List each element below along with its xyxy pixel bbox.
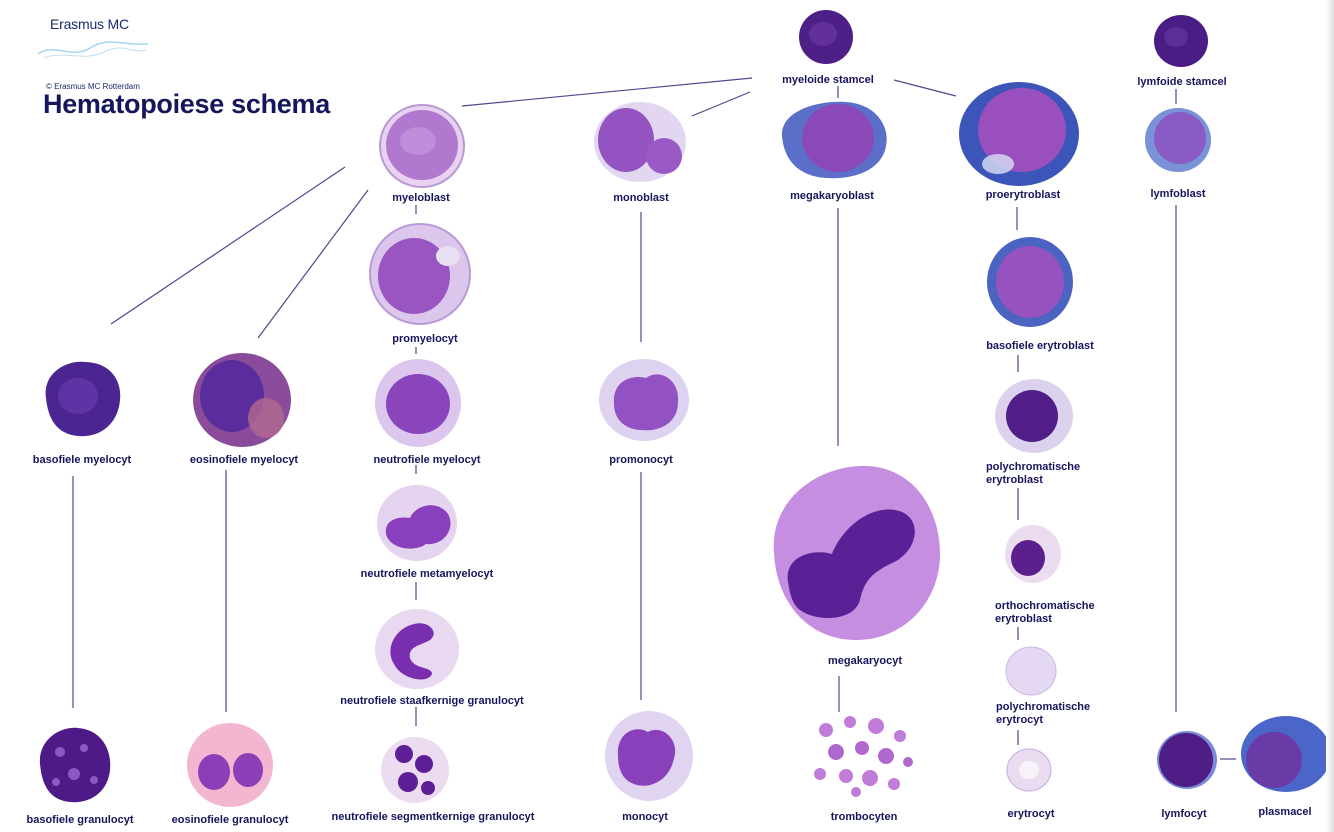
label-basofiele-myelocyt: basofiele myelocyt [32, 454, 132, 466]
label-promyelocyt: promyelocyt [392, 333, 458, 345]
myeloide-stamcel-image [797, 8, 855, 66]
neutrofiele-segmentkernige-image [380, 736, 450, 804]
basofiele-erytroblast-image [986, 236, 1074, 328]
lymfoide-stamcel-image [1152, 13, 1210, 69]
polychromatische-erytrocyt-image [1005, 646, 1057, 696]
monoblast-image [592, 100, 688, 184]
basofiele-granulocyt-image [34, 722, 114, 806]
label-neutrofiele-metamyelocyt: neutrofiele metamyelocyt [360, 568, 494, 580]
label-neutrofiele-myelocyt: neutrofiele myelocyt [373, 454, 481, 466]
label-myeloide-stamcel: myeloide stamcel [782, 74, 874, 86]
label-promonocyt: promonocyt [609, 454, 673, 466]
label-plasmacel: plasmacel [1258, 806, 1312, 818]
label-basofiele-granulocyt: basofiele granulocyt [26, 814, 134, 826]
orthochromatische-erytroblast-image [1004, 524, 1062, 584]
proerytroblast-image [958, 80, 1080, 188]
label-megakaryoblast: megakaryoblast [790, 190, 874, 202]
page-title: Hematopoiese schema [43, 89, 330, 119]
megakaryoblast-image [776, 96, 892, 182]
trombocyten-image [806, 712, 918, 800]
polychromatische-erytroblast-image [994, 378, 1074, 454]
label-eosinofiele-granulocyt: eosinofiele granulocyt [171, 814, 289, 826]
promonocyt-image [598, 358, 690, 442]
label-basofiele-erytroblast: basofiele erytroblast [986, 340, 1094, 352]
label-lymfocyt: lymfocyt [1161, 808, 1207, 820]
page-edge-shadow [1326, 0, 1334, 832]
label-polychromatische-erytrocyt-line1: polychromatische [996, 701, 1091, 713]
neutrofiele-myelocyt-image [374, 358, 462, 448]
basofiele-myelocyt-image [38, 356, 124, 440]
label-lymfoblast: lymfoblast [1150, 188, 1206, 200]
label-erytrocyt: erytrocyt [1007, 808, 1055, 820]
logo-name: Erasmus MC [50, 16, 129, 32]
plasmacel-image [1240, 714, 1332, 794]
label-lymfoide-stamcel: lymfoide stamcel [1137, 76, 1227, 88]
label-trombocyten: trombocyten [830, 811, 898, 823]
label-polychromatische-erytroblast-line2: erytroblast [986, 474, 1043, 486]
erytrocyt-image [1006, 748, 1052, 792]
label-eosinofiele-myelocyt: eosinofiele myelocyt [189, 454, 299, 466]
label-megakaryocyt: megakaryocyt [828, 655, 902, 667]
eosinofiele-myelocyt-image [192, 352, 292, 448]
lymfoblast-image [1144, 106, 1212, 174]
neutrofiele-metamyelocyt-image [376, 484, 458, 562]
label-neutrofiele-staafkernige: neutrofiele staafkernige granulocyt [340, 695, 524, 707]
label-myeloblast: myeloblast [392, 192, 450, 204]
neutrofiele-staafkernige-image [374, 608, 460, 690]
lymfocyt-image [1156, 730, 1218, 790]
label-orthochromatische-erytroblast-line1: orthochromatische [995, 600, 1095, 612]
copyright-text: © Erasmus MC Rotterdam [46, 82, 140, 91]
label-neutrofiele-segmentkernige: neutrofiele segmentkernige granulocyt [331, 811, 535, 823]
myeloblast-image [378, 103, 466, 189]
megakaryocyt-image [764, 462, 944, 644]
logo-swash-icon [37, 41, 149, 59]
label-polychromatische-erytroblast-line1: polychromatische [986, 461, 1081, 473]
label-orthochromatische-erytroblast-line2: erytroblast [995, 613, 1052, 625]
eosinofiele-granulocyt-image [186, 722, 274, 808]
monocyt-image [604, 710, 694, 802]
label-proerytroblast: proerytroblast [985, 189, 1061, 201]
promyelocyt-image [368, 222, 472, 326]
label-polychromatische-erytrocyt-line2: erytrocyt [996, 714, 1044, 726]
label-monocyt: monocyt [622, 811, 668, 823]
label-monoblast: monoblast [613, 192, 669, 204]
